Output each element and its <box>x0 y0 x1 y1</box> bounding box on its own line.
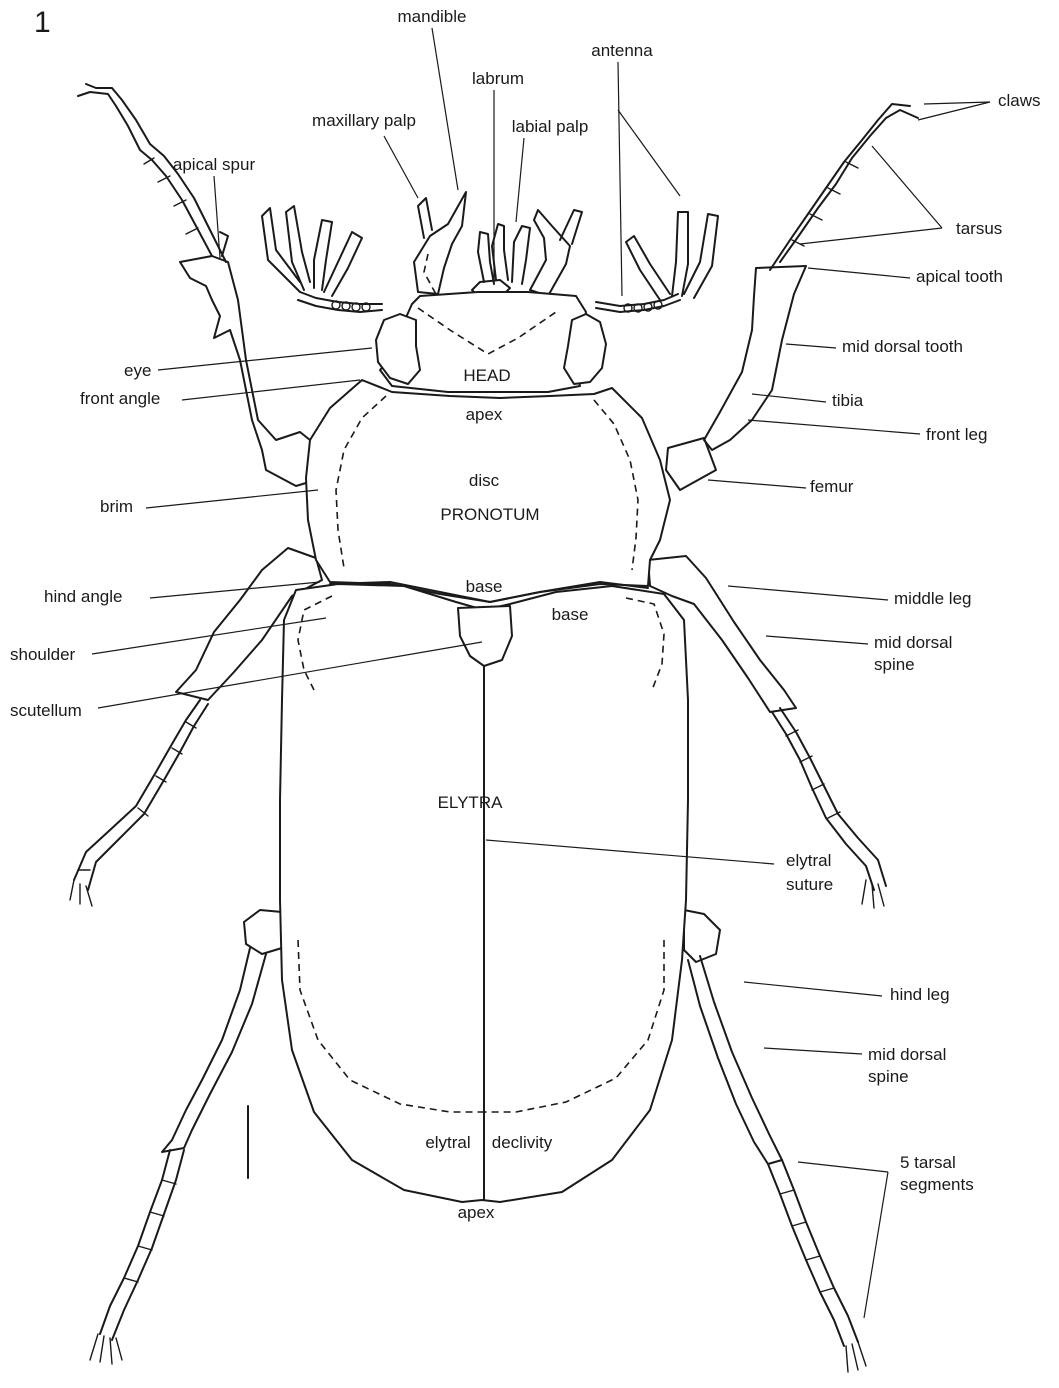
label-mid-dorsal-spine-2a: mid dorsal <box>868 1045 946 1064</box>
left-antenna <box>262 206 382 312</box>
left-hind-leg <box>90 910 282 1364</box>
label-mandible: mandible <box>398 7 467 26</box>
label-femur: femur <box>810 477 854 496</box>
label-mid-dorsal-tooth: mid dorsal tooth <box>842 337 963 356</box>
label-hind-angle: hind angle <box>44 587 122 606</box>
label-labial-palp: labial palp <box>512 117 589 136</box>
label-eye: eye <box>124 361 151 380</box>
label-shoulder: shoulder <box>10 645 76 664</box>
region-pronotum: PRONOTUM <box>440 505 539 524</box>
label-mid-dorsal-spine-1a: mid dorsal <box>874 633 952 652</box>
right-front-leg <box>666 104 918 490</box>
region-elytra-apex: apex <box>458 1203 495 1222</box>
label-apical-tooth: apical tooth <box>916 267 1003 286</box>
label-maxillary-palp: maxillary palp <box>312 111 416 130</box>
label-front-leg: front leg <box>926 425 987 444</box>
region-pronotum-base: base <box>466 577 503 596</box>
region-declivity-b: declivity <box>492 1133 553 1152</box>
left-front-leg <box>78 84 320 486</box>
label-brim: brim <box>100 497 133 516</box>
label-front-angle: front angle <box>80 389 160 408</box>
label-scutellum: scutellum <box>10 701 82 720</box>
mouthparts <box>414 192 582 298</box>
label-mid-dorsal-spine-1b: spine <box>874 655 915 674</box>
label-elytral-suture-a: elytral <box>786 851 831 870</box>
label-antenna: antenna <box>591 41 653 60</box>
right-antenna <box>596 212 718 312</box>
region-elytra-base: base <box>552 605 589 624</box>
right-eye <box>564 314 606 384</box>
label-labrum: labrum <box>472 69 524 88</box>
figure-number: 1 <box>34 6 51 39</box>
region-elytra: ELYTRA <box>438 793 504 812</box>
right-hind-leg <box>684 910 866 1372</box>
label-tarsus: tarsus <box>956 219 1002 238</box>
label-tarsal-segments-a: 5 tarsal <box>900 1153 956 1172</box>
label-mid-dorsal-spine-2b: spine <box>868 1067 909 1086</box>
region-head-apex: apex <box>466 405 503 424</box>
label-hind-leg: hind leg <box>890 985 950 1004</box>
region-head: HEAD <box>463 366 510 385</box>
elytra <box>280 584 688 1202</box>
label-elytral-suture-b: suture <box>786 875 833 894</box>
label-tibia: tibia <box>832 391 864 410</box>
label-apical-spur: apical spur <box>173 155 256 174</box>
label-claws: claws <box>998 91 1041 110</box>
label-middle-leg: middle leg <box>894 589 972 608</box>
region-declivity-a: elytral <box>425 1133 470 1152</box>
region-disc: disc <box>469 471 500 490</box>
label-tarsal-segments-b: segments <box>900 1175 974 1194</box>
